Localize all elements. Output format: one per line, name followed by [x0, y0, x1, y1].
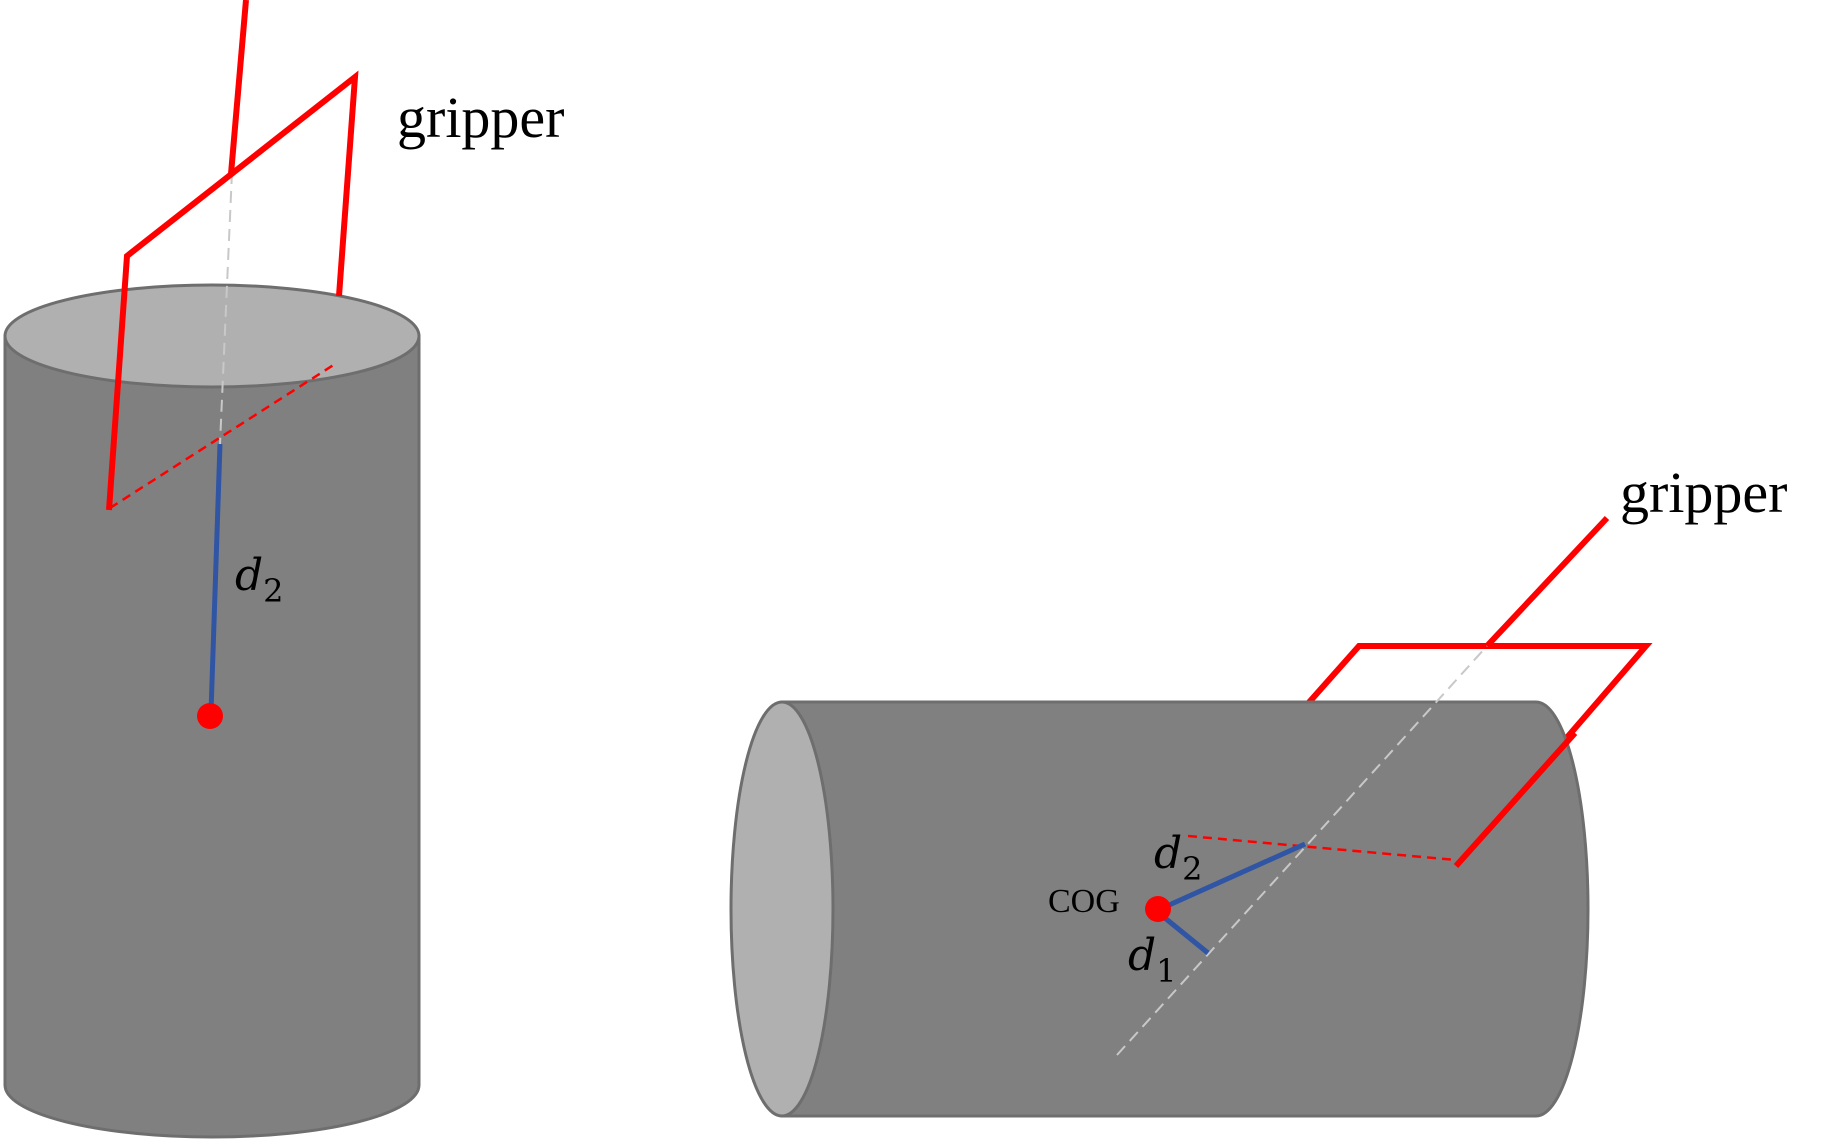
left-cog-point	[197, 703, 223, 729]
right-distance-2-line	[1156, 841, 1307, 913]
right-distance-2-symbol: d	[1154, 828, 1182, 879]
left-gripper-label: gripper	[397, 85, 565, 150]
left-distance-line	[208, 443, 223, 713]
left-distance-symbol: d	[235, 550, 263, 601]
left-gripper-frame	[106, 70, 359, 511]
right-distance-2-subscript: 2	[1182, 850, 1202, 888]
right-gripper-label: gripper	[1620, 460, 1788, 525]
left-cylinder-body	[3, 334, 421, 1139]
right-distance-1-subscript: 1	[1156, 952, 1176, 990]
left-cylinder-top	[3, 283, 421, 389]
left-figure: d2 gripper	[3, 0, 565, 1139]
right-cylinder-end	[729, 700, 835, 1118]
right-distance-2-label: d2	[1154, 828, 1203, 888]
right-cylinder-body	[780, 700, 1590, 1118]
right-gripper-front-finger	[1453, 730, 1578, 869]
cog-label: COG	[1048, 883, 1120, 920]
left-cylinder	[3, 283, 421, 1139]
right-cog-point	[1145, 896, 1171, 922]
right-axis-line	[1116, 645, 1488, 1056]
left-distance-label: d2	[235, 550, 284, 610]
right-distance-1-line	[1158, 912, 1210, 955]
right-gripper-stem	[1484, 515, 1610, 649]
left-gripper-stem	[228, 0, 249, 175]
right-figure: COG d2 d1 gripper	[729, 460, 1788, 1118]
left-gripper	[106, 0, 359, 511]
right-distance-1-symbol: d	[1128, 930, 1156, 981]
right-cylinder	[729, 700, 1590, 1118]
left-distance-subscript: 2	[263, 572, 283, 610]
right-distance-1-label: d1	[1128, 930, 1177, 990]
left-axis-line	[219, 171, 233, 445]
